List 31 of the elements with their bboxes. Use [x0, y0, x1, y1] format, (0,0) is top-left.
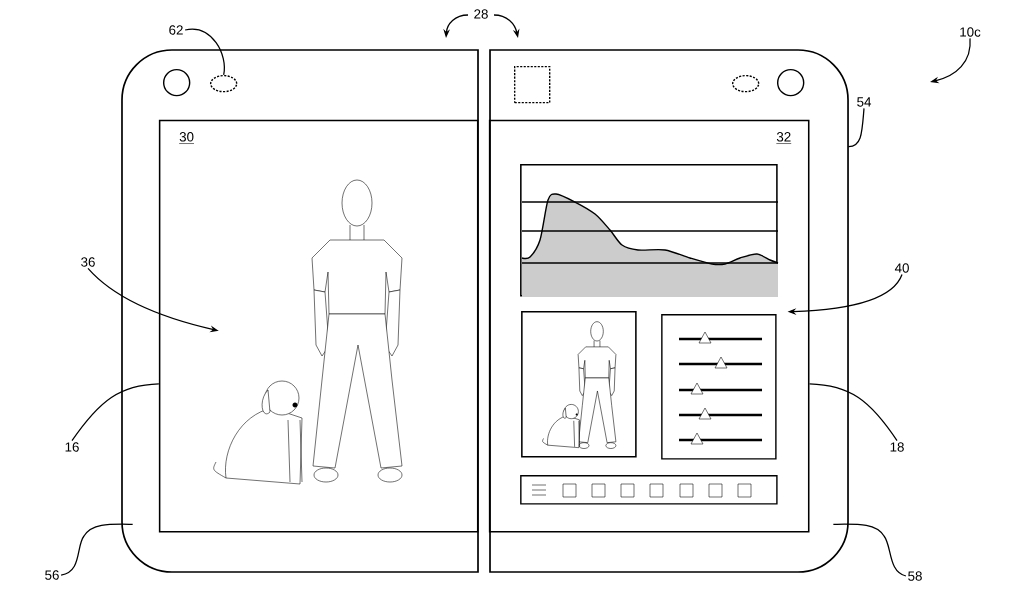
device-housing	[489, 49, 849, 573]
device-housing	[121, 49, 479, 573]
display-screen: 30	[158, 119, 479, 533]
callout-number: 40	[894, 263, 909, 273]
person-drawing	[311, 179, 403, 483]
leader-line	[60, 523, 134, 576]
sensor-window	[731, 74, 760, 93]
leader-line	[832, 523, 907, 577]
photo-thumbnail-drawing	[521, 311, 637, 458]
camera-lens	[776, 68, 805, 97]
callout-number: 10c	[960, 27, 981, 37]
leader-line	[184, 28, 225, 76]
callout-number: 54	[857, 97, 872, 107]
slider-panel	[661, 314, 777, 460]
camera-lens	[162, 68, 191, 97]
callout-number: 56	[45, 570, 59, 580]
callout-number: 36	[81, 257, 95, 267]
callout-number: 28	[474, 9, 488, 19]
display-screen: 32	[488, 119, 810, 533]
callout-number: 16	[65, 442, 79, 452]
callout-number: 58	[908, 571, 922, 581]
leader-line	[847, 107, 865, 148]
callout-number: 62	[169, 25, 183, 35]
dog-drawing	[213, 380, 303, 485]
toolbar	[520, 475, 778, 505]
callout-number: 18	[890, 442, 904, 452]
area-chart-drawing	[520, 164, 779, 297]
dashed-square	[513, 65, 551, 104]
leader-line	[71, 383, 160, 442]
sensor-window	[209, 74, 238, 93]
leader-line	[808, 383, 898, 442]
